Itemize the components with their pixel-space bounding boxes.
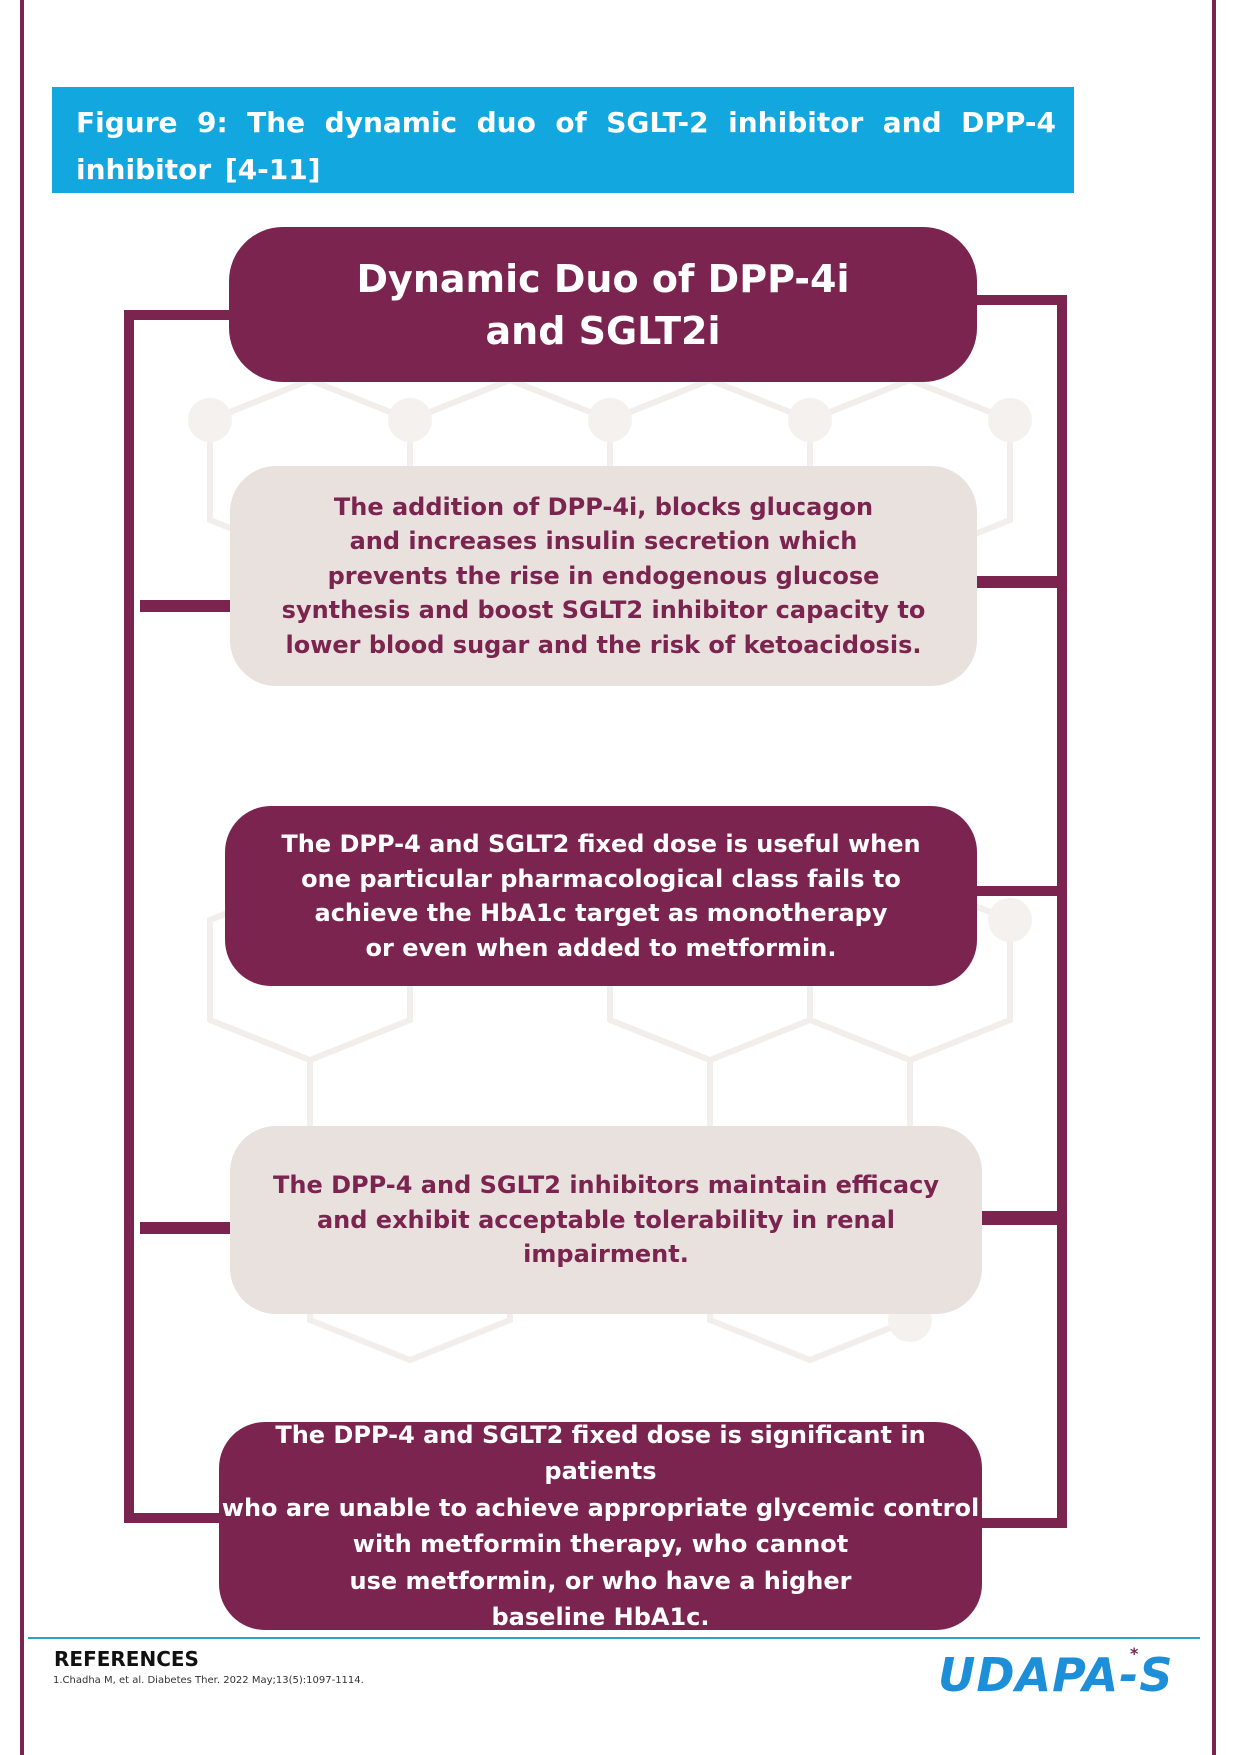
infographic-title: Dynamic Duo of DPP-4i and SGLT2i xyxy=(356,256,850,353)
frame-left-vertical xyxy=(124,310,134,1523)
figure-caption: Figure 9: The dynamic duo of SGLT-2 inhi… xyxy=(76,106,1056,186)
reference-item: 1.Chadha M, et al. Diabetes Ther. 2022 M… xyxy=(53,1675,364,1686)
logo-mark: * xyxy=(1130,1644,1139,1663)
frame-left-top-stub xyxy=(124,310,234,320)
page-border-right xyxy=(1212,0,1216,1755)
frame-right-stub-card3 xyxy=(980,1211,1067,1225)
card-renal-impairment: The DPP-4 and SGLT2 inhibitors maintain … xyxy=(230,1126,982,1314)
card-text: The DPP-4 and SGLT2 inhibitors maintain … xyxy=(273,1171,939,1269)
references-heading: REFERENCES xyxy=(54,1647,199,1671)
frame-left-bottom-stub xyxy=(124,1513,234,1523)
frame-right-top-stub xyxy=(975,295,1067,305)
frame-right-bottom-stub xyxy=(975,1518,1067,1528)
title-card: Dynamic Duo of DPP-4i and SGLT2i xyxy=(229,227,977,382)
card-fixed-dose-significant: The DPP-4 and SGLT2 fixed dose is signif… xyxy=(219,1421,982,1631)
frame-left-stub-card1 xyxy=(140,600,232,612)
frame-right-vertical xyxy=(1057,295,1067,1528)
card-dpp4i-glucagon: The addition of DPP-4i, blocks glucagon … xyxy=(230,466,977,686)
footer-divider xyxy=(28,1637,1200,1639)
card-text: The DPP-4 and SGLT2 fixed dose is useful… xyxy=(281,830,921,962)
frame-right-stub-card1 xyxy=(977,576,1067,588)
logo-text: UDAPA-S xyxy=(938,1648,1174,1702)
figure-caption-banner: Figure 9: The dynamic duo of SGLT-2 inhi… xyxy=(52,87,1074,193)
card-text: The addition of DPP-4i, blocks glucagon … xyxy=(281,492,926,659)
card-fixed-dose-useful: The DPP-4 and SGLT2 fixed dose is useful… xyxy=(225,806,977,986)
frame-left-stub-card3 xyxy=(140,1222,232,1234)
frame-right-stub-card2 xyxy=(975,886,1067,896)
udapa-s-logo: UDAPA-S * xyxy=(938,1644,1188,1704)
page-border-left xyxy=(20,0,24,1755)
card-text: The DPP-4 and SGLT2 fixed dose is signif… xyxy=(221,1420,980,1632)
